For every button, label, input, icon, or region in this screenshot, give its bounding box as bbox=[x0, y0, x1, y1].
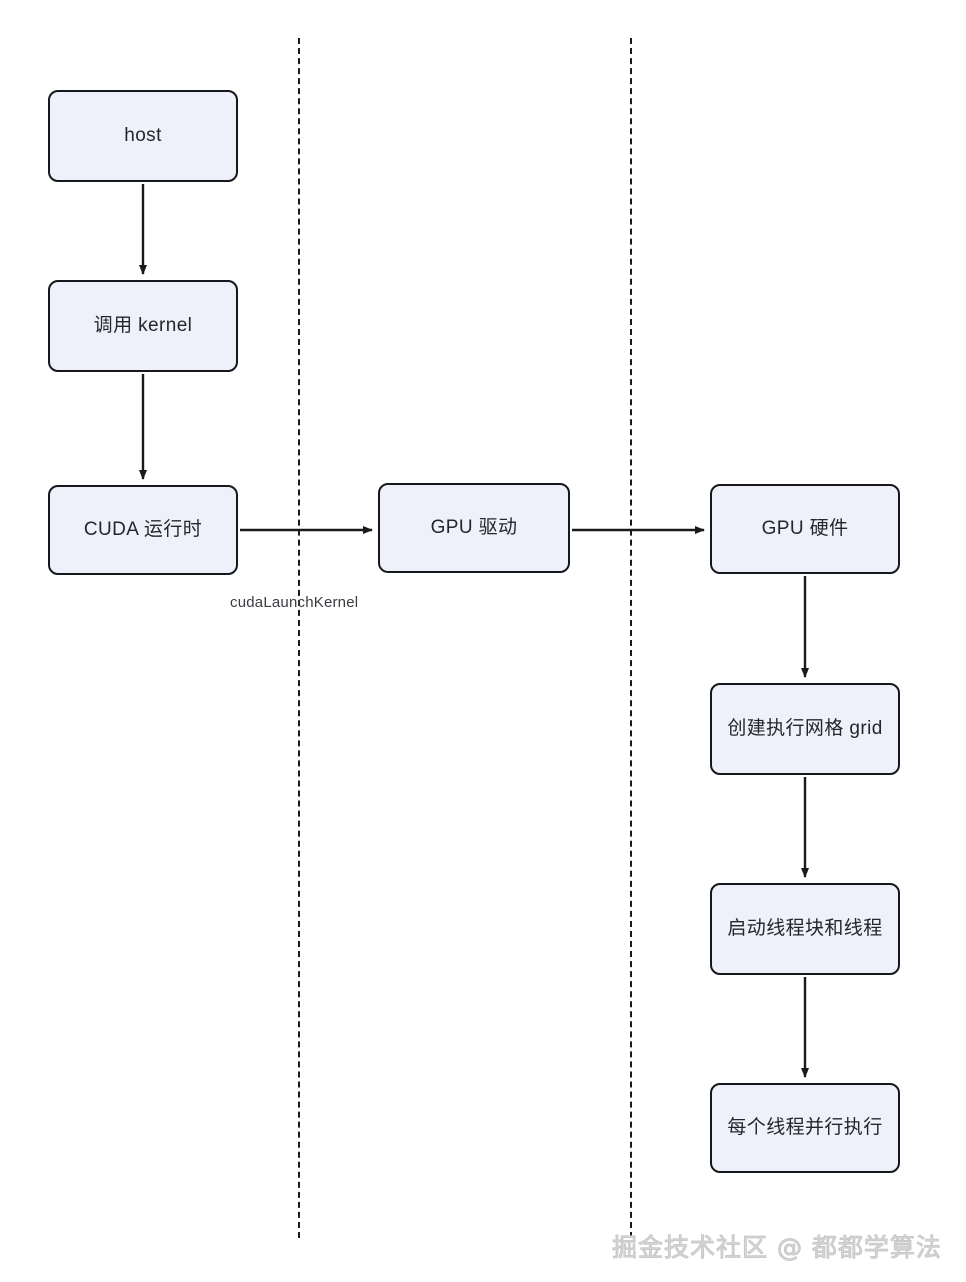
node-threads-parallel-label: 每个线程并行执行 bbox=[727, 1116, 883, 1138]
node-cuda-runtime-label: CUDA 运行时 bbox=[83, 518, 203, 540]
node-threads-parallel[interactable]: 每个线程并行执行 bbox=[710, 1083, 900, 1173]
node-call-kernel-label: 调用 kernel bbox=[93, 314, 193, 336]
node-gpu-hardware-label: GPU 硬件 bbox=[761, 517, 849, 539]
node-gpu-driver-label: GPU 驱动 bbox=[430, 516, 518, 538]
node-create-grid[interactable]: 创建执行网格 grid bbox=[710, 683, 900, 775]
node-cuda-runtime[interactable]: CUDA 运行时 bbox=[48, 485, 238, 575]
lane-divider-driver-hardware bbox=[630, 38, 632, 1238]
node-create-grid-label: 创建执行网格 grid bbox=[727, 717, 883, 739]
watermark: 掘金技术社区 @ 都都学算法 bbox=[612, 1233, 942, 1263]
node-call-kernel[interactable]: 调用 kernel bbox=[48, 280, 238, 372]
node-gpu-driver[interactable]: GPU 驱动 bbox=[378, 483, 570, 573]
node-gpu-hardware[interactable]: GPU 硬件 bbox=[710, 484, 900, 574]
node-host[interactable]: host bbox=[48, 90, 238, 182]
edge-label-cuda-launch-kernel: cudaLaunchKernel bbox=[230, 594, 359, 611]
node-launch-blocks-label: 启动线程块和线程 bbox=[727, 917, 883, 939]
node-host-label: host bbox=[124, 124, 162, 146]
lane-divider-host-driver bbox=[298, 38, 300, 1238]
node-launch-blocks[interactable]: 启动线程块和线程 bbox=[710, 883, 900, 975]
